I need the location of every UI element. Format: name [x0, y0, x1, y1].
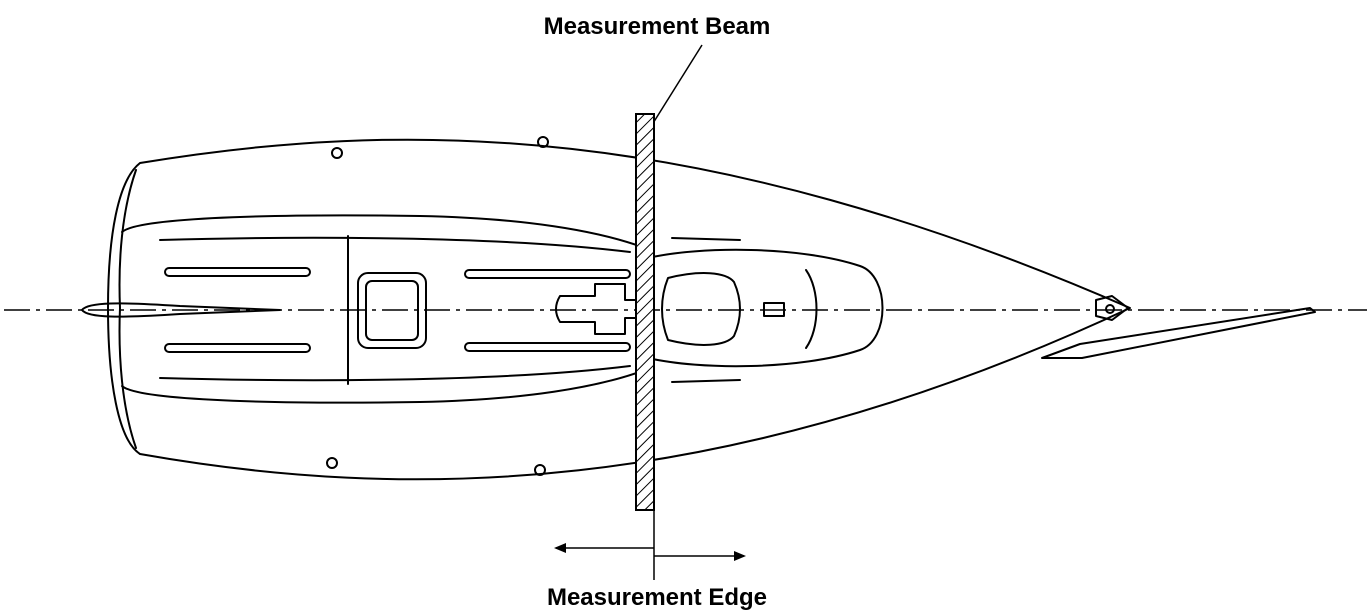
- cockpit-edge-bottom: [159, 365, 631, 382]
- stanchion-line: [671, 379, 741, 383]
- arrow-right-head: [734, 551, 746, 561]
- bow-eye: [1105, 304, 1115, 314]
- measurement-beam: [635, 113, 655, 511]
- deck-slot: [464, 342, 631, 352]
- porthole: [534, 464, 546, 476]
- deck-slot: [464, 269, 631, 279]
- cabin-front: [805, 269, 818, 349]
- deck-slot: [164, 267, 311, 277]
- stanchion-line: [671, 237, 741, 241]
- cockpit-edge-top: [159, 236, 631, 253]
- arrow-left-head: [554, 543, 566, 553]
- transom-curve: [118, 169, 137, 449]
- deck-line-top: [121, 214, 651, 251]
- bow-fitting: [1095, 295, 1129, 321]
- centerboard-trunk: [555, 283, 651, 335]
- porthole: [537, 136, 549, 148]
- deck-slot: [164, 343, 311, 353]
- porthole: [326, 457, 338, 469]
- measurement-beam-label: Measurement Beam: [544, 13, 771, 40]
- measurement-edge-label: Measurement Edge: [547, 584, 767, 611]
- porthole: [331, 147, 343, 159]
- bowsprit: [1041, 307, 1316, 359]
- measurement-beam-leader-line: [649, 44, 703, 129]
- cabin-hatch: [661, 272, 741, 346]
- cabin-outline: [647, 248, 884, 368]
- deck-line-bottom: [121, 367, 651, 404]
